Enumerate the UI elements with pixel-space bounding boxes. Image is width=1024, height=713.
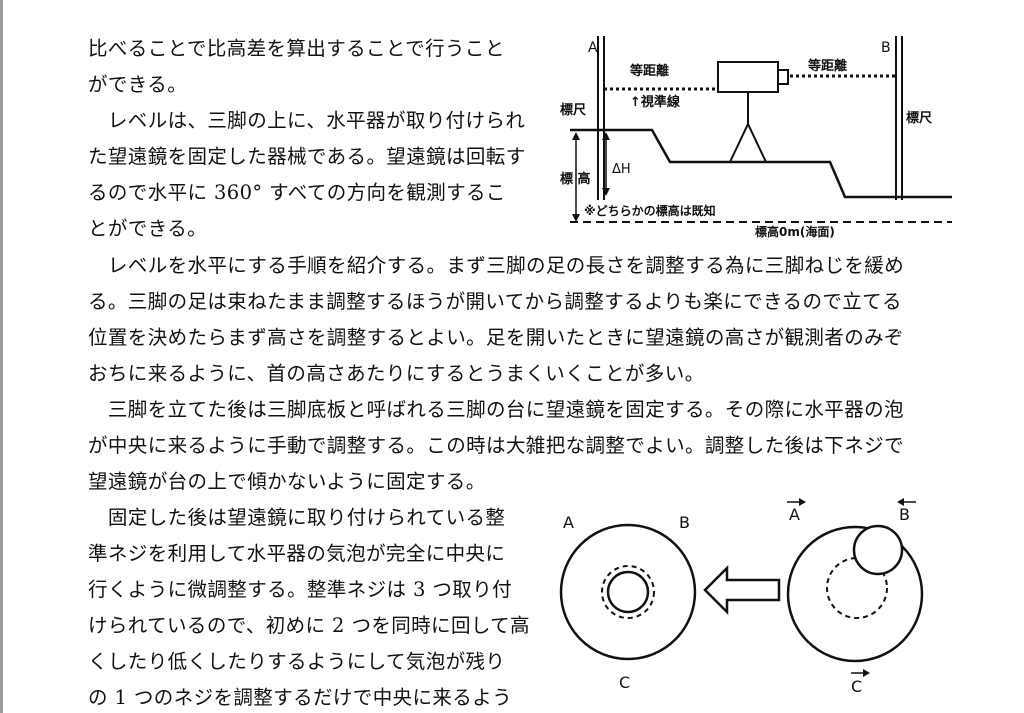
right-center-guide-dashed xyxy=(826,557,888,619)
text-line-14: 固定した後は望遠鏡に取り付けられている整 xyxy=(88,506,506,529)
text-line-8: る。三脚の足は束ねたまま調整するほうが開いてから調整するよりも楽にできるので立て… xyxy=(88,290,902,313)
text-line-19: の 1 つのネジを調整するだけで中央に来るよう xyxy=(88,686,513,709)
text-line-4: た望遠鏡を固定した器械である。望遠鏡は回転す xyxy=(88,145,526,168)
text-line-1: 比べることで比高差を算出することで行うこと xyxy=(88,37,505,60)
right-label-c: C xyxy=(851,677,862,696)
text-line-13: 望遠鏡が台の上で傾かないように固定する。 xyxy=(88,470,486,493)
right-b-arrowhead xyxy=(897,498,904,506)
right-plate-circle xyxy=(786,525,924,663)
level-eyepiece-icon xyxy=(777,69,789,85)
equal-distance-right: 等距離 xyxy=(807,58,847,74)
delta-h-arrowhead-down xyxy=(602,188,610,196)
elevation-label: 標 高 xyxy=(560,171,591,187)
bubble-adjust-diagram: A B C A B C xyxy=(559,498,924,696)
left-label-b: B xyxy=(679,513,690,532)
staff-a-label: A xyxy=(588,40,598,56)
text-line-11: 三脚を立てた後は三脚底板と呼ばれる三脚の台に望遠鏡を固定する。その際に水平器の泡 xyxy=(88,398,904,421)
staff-b-label: B xyxy=(881,40,891,56)
known-elevation-note: ※どちらかの標高は既知 xyxy=(584,203,716,218)
right-c-arrowhead xyxy=(863,669,870,677)
text-line-15: 準ネジを利用して水平器の気泡が完全に中央に xyxy=(88,542,506,565)
left-label-c: C xyxy=(619,673,630,692)
staff-right-label: 標尺 xyxy=(906,110,932,126)
text-line-2: ができる。 xyxy=(88,73,188,96)
page-edge xyxy=(0,0,3,713)
left-bubble-circle xyxy=(606,570,650,614)
delta-h-label: ΔH xyxy=(612,162,631,177)
right-bubble-circle xyxy=(852,524,904,576)
equal-distance-left: 等距離 xyxy=(629,63,669,79)
left-center-guide-dashed xyxy=(601,565,655,619)
line-of-sight-label: ↑視準線 xyxy=(630,94,681,110)
right-a-arrowhead xyxy=(799,498,806,506)
right-label-b: B xyxy=(899,505,910,524)
sea-level-label: 標高0m(海面) xyxy=(755,224,835,239)
level-instrument-icon xyxy=(717,61,779,93)
text-line-12: が中央に来るように手動で調整する。この時は大雑把な調整でよい。調整した後は下ネジ… xyxy=(88,434,904,457)
tripod-legs xyxy=(729,121,767,163)
left-plate-circle xyxy=(559,523,697,661)
arrow-left-icon xyxy=(703,564,781,616)
right-label-a: A xyxy=(789,505,800,524)
elevation-arrowhead-up xyxy=(572,132,580,140)
text-line-17: けられているので、初めに 2 つを同時に回して高 xyxy=(88,614,530,637)
staff-left-label: 標尺 xyxy=(560,102,586,118)
text-line-18: くしたり低くしたりするようにして気泡が残り xyxy=(88,650,506,673)
text-line-16: 行くように微調整する。整準ネジは 3 つ取り付 xyxy=(88,578,513,601)
text-line-3: レベルは、三脚の上に、水平器が取り付けられ xyxy=(88,109,526,132)
delta-h-arrowhead-up xyxy=(602,132,610,140)
leveling-diagram: A B 等距離 等距離 ↑視準線 標尺 標尺 ΔH 標 高 ※どちらかの標高は既… xyxy=(560,36,952,239)
ground-profile xyxy=(570,128,952,199)
text-line-7: レベルを水平にする手順を紹介する。まず三脚の足の長さを調整する為に三脚ねじを緩め xyxy=(88,254,905,277)
elevation-arrowhead-down xyxy=(572,214,580,222)
text-line-6: とができる。 xyxy=(88,217,208,240)
text-line-5: るので水平に 360° すべての方向を観測するこ xyxy=(88,181,506,204)
text-line-9: 位置を決めたらまず高さを調整するとよい。足を開いたときに望遠鏡の高さが観測者のみ… xyxy=(88,326,904,349)
left-label-a: A xyxy=(563,513,574,532)
text-line-10: おちに来るように、首の高さあたりにするとうまくいくことが多い。 xyxy=(88,362,705,385)
